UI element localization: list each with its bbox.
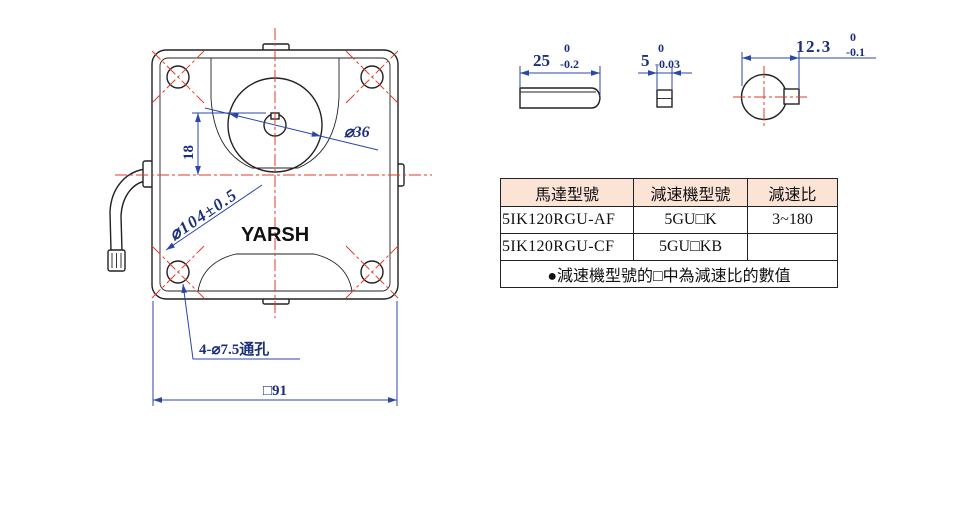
dim-hub-diameter-label: ⌀36 (344, 124, 370, 141)
key-width-value: 5 (641, 51, 650, 70)
table-note-row: ●減速機型號的□中為減速比的數值 (500, 260, 838, 288)
dim-holes-leader (181, 283, 300, 360)
dim-bolt-circle-leader (165, 184, 263, 251)
motor-cable-wire-inner (120, 180, 147, 252)
table-row: 5IK120RGU-CF 5GU□KB (500, 233, 838, 261)
table-header-row: 馬達型號 減速機型號 減速比 (500, 178, 838, 207)
shaft-height-upper-tol: 0 (850, 30, 856, 44)
cell-motor-model: 5IK120RGU-AF (500, 206, 634, 234)
table-row: 5IK120RGU-AF 5GU□K 3~180 (500, 206, 838, 234)
dim-18-label: 18 (181, 145, 197, 160)
dim-hub-diameter-line (229, 113, 321, 137)
hole-centerlines-bottom-left (151, 245, 205, 299)
table-note: ●減速機型號的□中為減速比的數值 (500, 260, 838, 288)
dim-holes-label: 4-⌀7.5通孔 (199, 341, 269, 358)
hole-centerlines-top-left (151, 50, 205, 104)
cell-ratio (747, 233, 838, 261)
key-width-lower-tol: -0.03 (655, 57, 680, 71)
header-ratio: 減速比 (747, 178, 838, 207)
cell-motor-model: 5IK120RGU-CF (500, 233, 634, 261)
key-width-upper-tol: 0 (658, 41, 664, 55)
dim-hub-diameter-leader-right (320, 135, 379, 151)
cable-connector-pins (111, 253, 122, 268)
cell-gearbox-model: 5GU□KB (633, 233, 748, 261)
dim-hub-diameter-leader-left (204, 107, 230, 115)
gearbox-boss-outline (210, 58, 340, 169)
shaft-height-lower-tol: -0.1 (846, 45, 865, 59)
shaft-length-value: 25 (533, 51, 550, 70)
mount-hole-bottom-right (360, 260, 384, 284)
shaft-side-view: 25 0 -0.2 (519, 41, 601, 109)
shaft-length-lower-tol: -0.2 (560, 57, 579, 71)
shaft-length-upper-tol: 0 (564, 41, 570, 55)
header-motor-model: 馬達型號 (500, 178, 634, 207)
motor-front-view: YARSH (107, 28, 432, 318)
mount-hole-bottom-left (166, 260, 190, 284)
brand-label: YARSH (241, 224, 309, 246)
shaft-end-view: 12.3 0 -0.1 (733, 30, 876, 128)
header-gearbox-model: 減速機型號 (633, 178, 748, 207)
key-view: 5 0 -0.03 (638, 41, 692, 108)
dim-square-label: □91 (263, 383, 287, 399)
shaft-side-outline (519, 87, 601, 109)
mount-hole-top-left (166, 65, 190, 89)
motor-cable-wire-outer (109, 168, 147, 252)
hole-centerlines-top-right (345, 50, 399, 104)
spec-table: 馬達型號 減速機型號 減速比 5IK120RGU-AF 5GU□K 3~180 … (500, 178, 838, 288)
shaft-height-value: 12.3 (796, 37, 832, 56)
hole-centerlines-bottom-right (345, 245, 399, 299)
cell-ratio: 3~180 (747, 206, 838, 234)
cell-gearbox-model: 5GU□K (633, 206, 748, 234)
mount-hole-top-right (360, 65, 384, 89)
